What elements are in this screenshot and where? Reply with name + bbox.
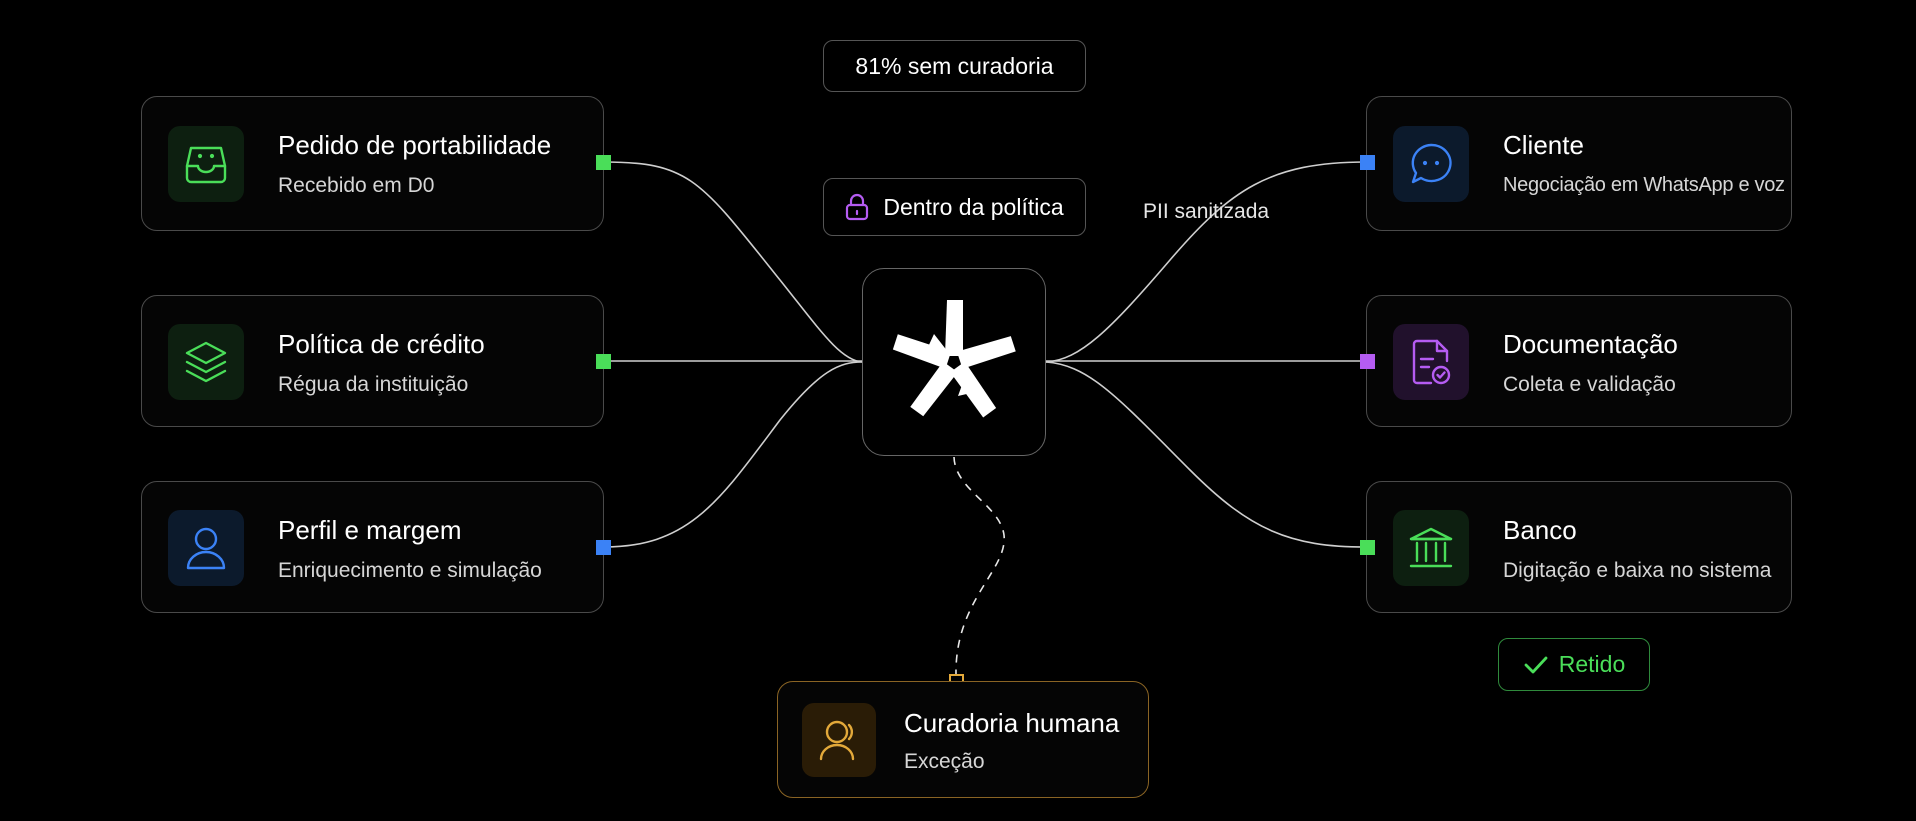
inbox-icon <box>183 142 229 186</box>
no-curation-badge: 81% sem curadoria <box>823 40 1086 92</box>
card-subtitle: Régua da instituição <box>278 373 469 396</box>
card-title: Banco <box>1503 515 1577 545</box>
card-icon-box <box>1393 126 1469 202</box>
policy-label: Dentro da política <box>883 193 1064 220</box>
card-curadoria-humana[interactable]: Curadoria humana Exceção <box>777 681 1149 798</box>
policy-badge: Dentro da política <box>823 178 1086 236</box>
card-icon-box <box>802 703 876 777</box>
no-curation-label: 81% sem curadoria <box>855 52 1054 79</box>
card-subtitle: Exceção <box>904 750 985 773</box>
check-icon <box>1523 654 1549 676</box>
asterisk-logo-icon <box>863 269 1045 455</box>
card-icon-box <box>168 324 244 400</box>
port-banco[interactable] <box>1360 540 1375 555</box>
lock-icon <box>845 193 869 221</box>
card-subtitle: Coleta e validação <box>1503 373 1676 396</box>
retained-label: Retido <box>1558 651 1626 677</box>
card-icon-box <box>1393 510 1469 586</box>
wire-pedido <box>603 161 863 363</box>
layers-icon <box>183 339 229 385</box>
card-subtitle: Enriquecimento e simulação <box>278 559 542 582</box>
card-pedido-portabilidade[interactable]: Pedido de portabilidade Recebido em D0 <box>141 96 604 231</box>
wire-banco <box>1045 361 1367 548</box>
card-icon-box <box>1393 324 1469 400</box>
person-icon <box>817 717 861 763</box>
wire-cliente <box>1045 161 1367 363</box>
card-banco[interactable]: Banco Digitação e baixa no sistema <box>1366 481 1792 613</box>
wire-perfil <box>603 361 863 548</box>
bank-icon <box>1407 525 1455 571</box>
pii-sanitized-label: PII sanitizada <box>1143 200 1270 223</box>
card-icon-box <box>168 510 244 586</box>
card-title: Cliente <box>1503 130 1584 160</box>
card-title: Documentação <box>1503 329 1678 359</box>
card-title: Perfil e margem <box>278 515 462 545</box>
port-perfil[interactable] <box>596 540 611 555</box>
card-title: Curadoria humana <box>904 708 1120 738</box>
port-documentacao[interactable] <box>1360 354 1375 369</box>
card-subtitle: Digitação e baixa no sistema <box>1503 559 1772 582</box>
card-subtitle: Negociação em WhatsApp e voz <box>1503 174 1785 196</box>
user-icon <box>184 524 228 572</box>
chat-bubble-icon <box>1408 141 1454 187</box>
retained-badge: Retido <box>1498 638 1650 691</box>
document-check-icon <box>1409 337 1453 387</box>
port-politica[interactable] <box>596 354 611 369</box>
port-pedido[interactable] <box>596 155 611 170</box>
card-title: Pedido de portabilidade <box>278 130 552 160</box>
card-subtitle: Recebido em D0 <box>278 174 435 197</box>
card-documentacao[interactable]: Documentação Coleta e validação <box>1366 295 1792 427</box>
card-perfil-margem[interactable]: Perfil e margem Enriquecimento e simulaç… <box>141 481 604 613</box>
card-icon-box <box>168 126 244 202</box>
card-cliente[interactable]: Cliente Negociação em WhatsApp e voz <box>1366 96 1792 231</box>
card-politica-credito[interactable]: Política de crédito Régua da instituição <box>141 295 604 427</box>
port-cliente[interactable] <box>1360 155 1375 170</box>
wire-curadoria <box>953 456 1005 675</box>
card-title: Política de crédito <box>278 329 485 359</box>
hub-node[interactable] <box>862 268 1046 456</box>
